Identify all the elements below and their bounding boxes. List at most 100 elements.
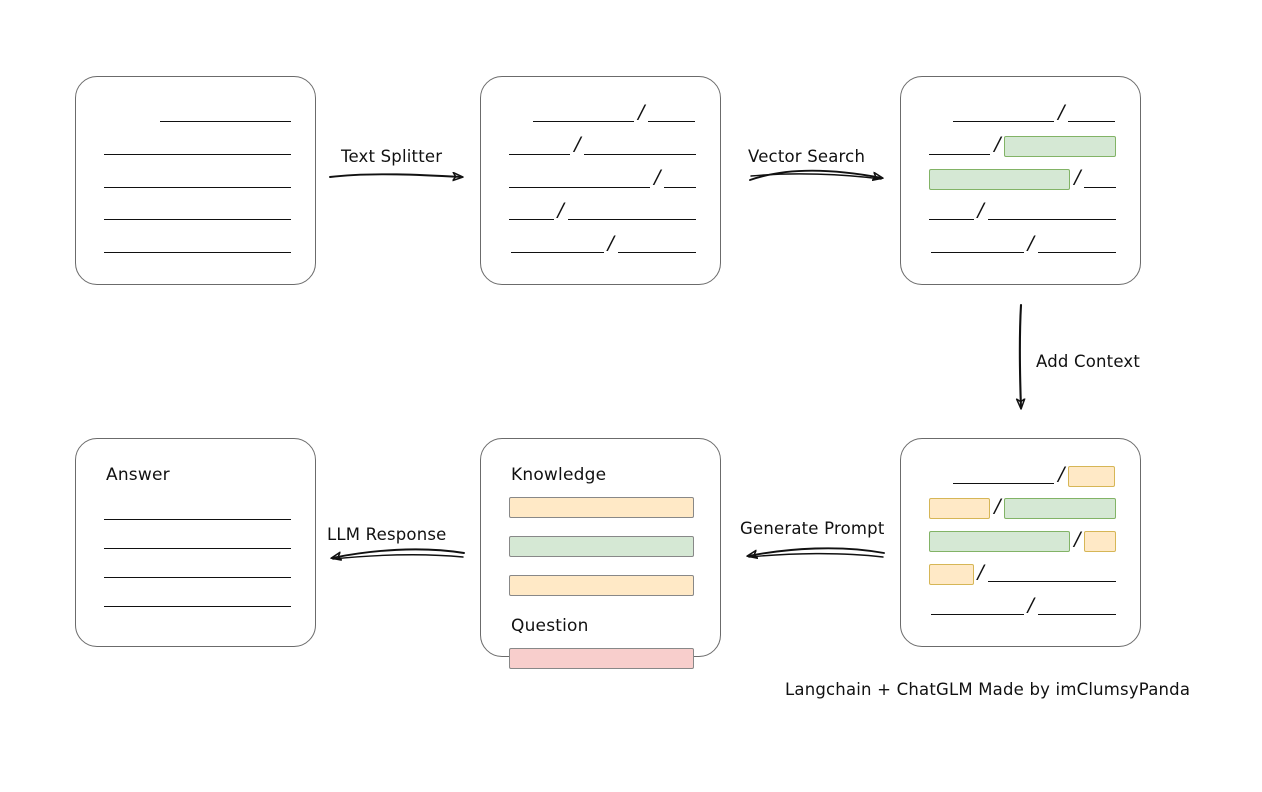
highlighted-chunk-yellow [929, 563, 974, 585]
chunk-separator-slash: / [638, 100, 645, 123]
rows-context-chunks: / / / / / [929, 462, 1116, 624]
chunk-separator-slash: / [654, 166, 661, 188]
text-line-row: / [929, 231, 1116, 256]
text-line-segment [1084, 186, 1116, 188]
text-line-segment [104, 606, 291, 607]
text-line-segment [648, 121, 696, 122]
card-context-chunks: / / / / / [900, 438, 1141, 647]
text-line-row [104, 501, 291, 523]
text-line-row: / [929, 560, 1116, 585]
card-title-answer: Answer [106, 465, 170, 485]
text-line-row: / [929, 528, 1116, 553]
text-line-segment [987, 219, 1116, 221]
text-line-row [104, 103, 291, 125]
arrow-label-vector-search: Vector Search [748, 147, 866, 166]
text-line-segment [1037, 252, 1116, 253]
card-matched-chunks: / / / / / [900, 76, 1141, 285]
chunk-separator-slash: / [994, 133, 1001, 156]
text-line-segment [567, 219, 696, 221]
highlighted-chunk-green [1004, 136, 1116, 158]
text-line-row: / [929, 495, 1116, 520]
prompt-bar-yellow [509, 497, 694, 518]
chunk-separator-slash: / [1027, 231, 1035, 254]
text-line-row: / [929, 133, 1116, 158]
chunk-separator-slash: / [977, 560, 984, 583]
text-line-segment [1037, 614, 1116, 615]
prompt-knowledge-label: Knowledge [511, 465, 607, 485]
text-line-segment [533, 121, 635, 122]
text-line-segment [617, 252, 696, 253]
arrow-generate-prompt [748, 547, 885, 557]
text-line-segment [104, 153, 291, 155]
card-prompt: Knowledge Question [480, 438, 721, 669]
card-split-chunks: / / / / / [480, 76, 721, 285]
text-line-row: / [509, 166, 696, 191]
arrow-add-context [1020, 303, 1021, 408]
text-line-segment [104, 219, 291, 221]
prompt-question-bars [509, 648, 694, 687]
text-line-segment [930, 614, 1024, 615]
chunk-separator-slash: / [1074, 528, 1081, 550]
text-line-segment [104, 577, 291, 578]
arrow-llm-response [332, 548, 465, 559]
text-line-row [104, 588, 291, 610]
text-line-segment [953, 483, 1055, 484]
prompt-bar-green [509, 536, 694, 557]
text-line-row: / [929, 462, 1116, 487]
chunk-separator-slash: / [557, 198, 564, 221]
prompt-knowledge-bars [509, 497, 694, 614]
text-line-segment [930, 252, 1024, 253]
text-line-segment [664, 186, 696, 188]
text-line-row: / [929, 593, 1116, 618]
card-answer: Answer [75, 438, 316, 647]
chunk-separator-slash: / [574, 133, 581, 156]
text-line-row: / [509, 133, 696, 158]
text-line-segment [929, 219, 974, 221]
chunk-separator-slash: / [1058, 100, 1065, 123]
text-line-row [104, 234, 291, 256]
rows-source-document [104, 103, 291, 262]
text-line-segment [953, 121, 1055, 122]
prompt-question-label: Question [511, 616, 589, 636]
text-line-segment [160, 121, 291, 122]
chunk-separator-slash: / [1074, 166, 1081, 188]
highlighted-chunk-yellow [1068, 465, 1116, 487]
text-line-segment [509, 153, 571, 155]
text-line-segment [510, 252, 604, 253]
chunk-separator-slash: / [607, 231, 615, 254]
text-line-row [104, 169, 291, 191]
highlighted-chunk-green [929, 169, 1071, 190]
rows-answer [104, 501, 291, 624]
arrow-label-add-context: Add Context [1036, 352, 1141, 371]
highlighted-chunk-yellow [929, 498, 991, 520]
chunk-separator-slash: / [1027, 593, 1035, 616]
chunk-separator-slash: / [994, 495, 1001, 518]
text-line-segment [929, 153, 991, 155]
arrow-text-splitter [329, 174, 462, 177]
arrow-label-text-splitter: Text Splitter [341, 147, 443, 166]
text-line-segment [987, 581, 1116, 583]
footer-credit: Langchain + ChatGLM Made by imClumsyPand… [785, 680, 1191, 699]
highlighted-chunk-green [929, 531, 1071, 552]
text-line-row: / [929, 166, 1116, 191]
text-line-row [104, 530, 291, 552]
text-line-segment [584, 153, 696, 155]
text-line-row: / [929, 200, 1116, 223]
text-line-segment [1068, 121, 1116, 122]
text-line-segment [104, 186, 291, 188]
card-source-document [75, 76, 316, 285]
chunk-separator-slash: / [1058, 462, 1065, 485]
prompt-bar-yellow [509, 575, 694, 596]
text-line-row [104, 136, 291, 158]
highlighted-chunk-green [1004, 498, 1116, 520]
text-line-segment [104, 519, 291, 520]
rows-matched-chunks: / / / / / [929, 100, 1116, 262]
highlighted-chunk-yellow [1084, 531, 1116, 552]
arrow-vector-search [749, 169, 882, 180]
text-line-row: / [929, 100, 1116, 125]
text-line-segment [104, 252, 291, 253]
text-line-segment [509, 219, 554, 221]
text-line-row [104, 559, 291, 581]
text-line-row: / [509, 231, 696, 256]
text-line-segment [509, 186, 651, 188]
